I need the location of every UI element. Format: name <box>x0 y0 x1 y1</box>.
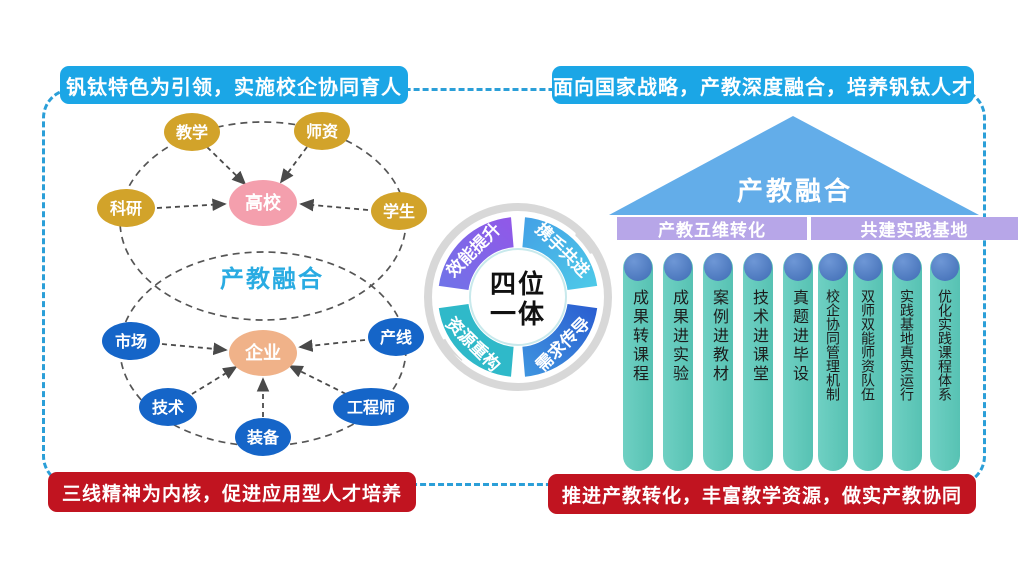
pillar-optimized-curriculum-system: 优化实践课程体系 <box>930 253 960 471</box>
node-enterprise-hub: 企业 <box>229 330 297 376</box>
svg-text:学生: 学生 <box>383 202 415 221</box>
node-faculty: 师资 <box>294 112 350 150</box>
pillar-practice-base-operation: 实践基地真实运行 <box>892 253 922 471</box>
pillar-cases-to-textbooks: 案例进教材 <box>703 253 733 471</box>
banner-top-right: 面向国家战略，产教深度融合，培养钒钛人才 <box>552 66 974 104</box>
banner-top-left: 钒钛特色为引领，实施校企协同育人 <box>60 66 408 104</box>
pillar-cap-icon <box>893 253 921 281</box>
bar-five-dimension-transformation: 产教五维转化 <box>617 217 807 240</box>
node-teaching: 教学 <box>164 113 220 151</box>
pillar-technology-to-classroom: 技术进课堂 <box>743 253 773 471</box>
pillar-cap-icon <box>624 253 652 281</box>
svg-text:产线: 产线 <box>380 328 412 347</box>
pillar-cap-icon <box>784 253 812 281</box>
node-research: 科研 <box>97 189 155 227</box>
pillar-cap-icon <box>704 253 732 281</box>
roof-triangle: 产教融合 <box>609 116 979 215</box>
banner-bottom-left: 三线精神为内核，促进应用型人才培养 <box>48 472 416 512</box>
cycle-ring <box>424 203 612 391</box>
pillar-cap-icon <box>664 253 692 281</box>
banner-bottom-right: 推进产教转化，丰富教学资源，做实产教协同 <box>548 474 976 514</box>
svg-text:企业: 企业 <box>244 342 281 363</box>
node-market: 市场 <box>102 322 160 360</box>
pillar-management-mechanism: 校企协同管理机制 <box>818 253 848 471</box>
svg-text:技术: 技术 <box>152 398 184 417</box>
dashed-arrows <box>156 146 369 417</box>
node-engineer: 工程师 <box>333 388 409 426</box>
segment-bottom-left <box>438 304 514 377</box>
svg-text:工程师: 工程师 <box>347 398 395 417</box>
segment-bottom-right <box>522 304 598 377</box>
pillar-real-problems-to-thesis: 真题进毕设 <box>783 253 813 471</box>
core-label-line2: 一体 <box>490 299 546 329</box>
segment-top-left <box>438 217 514 290</box>
pillar-cap-icon <box>744 253 772 281</box>
pillar-results-to-experiments: 成果进实验 <box>663 253 693 471</box>
pillar-cap-icon <box>819 253 847 281</box>
fusion-label: 产教融合 <box>220 265 324 293</box>
svg-text:高校: 高校 <box>245 192 282 213</box>
dashed-frame <box>42 88 986 486</box>
cycle-core-disc <box>469 248 567 346</box>
pillar-cap-icon <box>931 253 959 281</box>
svg-text:市场: 市场 <box>115 332 147 351</box>
four-in-one-cycle: 效能提升 携手共进 需求传导 资源重构 四位 一体 <box>424 203 612 391</box>
pillar-results-to-courses: 成果转课程 <box>623 253 653 471</box>
node-equipment: 装备 <box>235 418 291 456</box>
svg-text:装备: 装备 <box>246 428 280 447</box>
left-network-diagram: 产教融合 教学 师资 科研 学生 高校 市场 产线 <box>97 112 427 456</box>
segment-top-right <box>522 217 598 290</box>
node-technology: 技术 <box>139 388 197 426</box>
node-production-line: 产线 <box>368 318 424 356</box>
pillar-dual-qualified-faculty: 双师双能师资队伍 <box>853 253 883 471</box>
core-label-line1: 四位 <box>490 269 546 299</box>
bar-practice-base: 共建实践基地 <box>811 217 1018 240</box>
svg-text:科研: 科研 <box>110 199 142 218</box>
node-university-hub: 高校 <box>229 180 297 226</box>
svg-text:师资: 师资 <box>306 122 338 141</box>
roof-label: 产教融合 <box>737 176 853 206</box>
pillar-cap-icon <box>854 253 882 281</box>
node-students: 学生 <box>371 192 427 230</box>
svg-text:教学: 教学 <box>176 123 208 142</box>
